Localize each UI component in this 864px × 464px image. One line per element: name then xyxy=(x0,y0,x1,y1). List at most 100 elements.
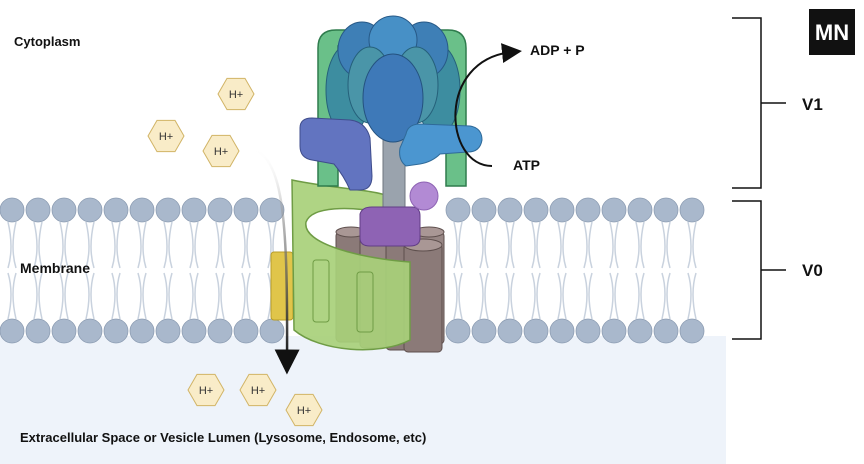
lipid-head xyxy=(679,318,705,344)
lipid-tail xyxy=(666,272,671,320)
lipid-tail xyxy=(137,221,142,269)
lipid-head xyxy=(627,197,653,223)
proton-ion-icon xyxy=(202,134,240,168)
lipid-tail xyxy=(531,221,536,269)
lipid-tail xyxy=(116,272,121,320)
lipid-tail xyxy=(241,272,246,320)
lipid-tail xyxy=(59,272,64,320)
lipid-tail xyxy=(661,272,666,320)
lipid-tail xyxy=(614,272,619,320)
proton-ion-icon xyxy=(187,373,225,407)
cytoplasm-label: Cytoplasm xyxy=(14,34,80,49)
proton-ion-icon xyxy=(239,373,277,407)
lipid-head xyxy=(103,197,129,223)
logo-badge xyxy=(809,9,855,55)
lipid-head xyxy=(445,318,471,344)
lipid-head xyxy=(25,197,51,223)
lipid-tail xyxy=(479,221,484,269)
lipid-tail xyxy=(241,221,246,269)
lipid-tail xyxy=(510,272,515,320)
lipid-tail xyxy=(557,221,562,269)
lipid-head xyxy=(575,197,601,223)
lipid-tail xyxy=(267,221,272,269)
lipid-tail xyxy=(614,221,619,269)
lipid-head xyxy=(129,318,155,344)
yellow-subunit xyxy=(270,251,294,321)
lipid-tail xyxy=(189,272,194,320)
lipid-head xyxy=(259,318,285,344)
proton-ion-icon xyxy=(285,393,323,427)
lipid-head xyxy=(207,318,233,344)
proton-flow-arrow xyxy=(241,144,300,375)
lipid-tail xyxy=(64,221,69,269)
lipid-tail xyxy=(562,272,567,320)
lipid-head xyxy=(523,197,549,223)
lipid-head xyxy=(679,197,705,223)
lipid-tail xyxy=(640,272,645,320)
lipid-tail xyxy=(33,221,38,269)
lipid-head xyxy=(627,318,653,344)
lipid-tail xyxy=(536,272,541,320)
lipid-head xyxy=(497,318,523,344)
lipid-head xyxy=(471,197,497,223)
lipid-head xyxy=(129,197,155,223)
lipid-head xyxy=(51,197,77,223)
lipid-tail xyxy=(12,221,17,269)
atp-hydrolysis-arrow xyxy=(454,43,522,167)
lipid-head xyxy=(181,197,207,223)
lipid-tail xyxy=(64,272,69,320)
v0-label: V0 xyxy=(802,261,823,280)
lipid-head xyxy=(51,318,77,344)
proton-ion-label: H+ xyxy=(229,89,243,101)
lipid-tail xyxy=(458,272,463,320)
lipid-tail xyxy=(453,272,458,320)
lipid-tail xyxy=(220,272,225,320)
lipid-tail xyxy=(687,221,692,269)
lipid-tail xyxy=(215,272,220,320)
adp-label: ADP + P xyxy=(530,42,585,58)
lipid-tail xyxy=(85,221,90,269)
lipid-tail xyxy=(59,221,64,269)
logo-text: MN xyxy=(815,20,849,45)
v1-label: V1 xyxy=(802,95,823,114)
lipid-tail xyxy=(85,272,90,320)
lipid-head xyxy=(155,197,181,223)
lipid-head xyxy=(103,318,129,344)
lipid-tail xyxy=(33,272,38,320)
lipid-tail xyxy=(692,221,697,269)
membrane-label: Membrane xyxy=(20,260,90,276)
ghost-cylinder xyxy=(312,259,330,323)
proton-ions: H+H+H+H+H+H+ xyxy=(147,77,323,427)
lipid-tail xyxy=(510,221,515,269)
lipid-tail xyxy=(609,272,614,320)
lipid-tail xyxy=(453,221,458,269)
lipid-head xyxy=(445,197,471,223)
lipid-head xyxy=(207,197,233,223)
lipid-tail xyxy=(246,221,251,269)
lipid-head xyxy=(653,318,679,344)
lipid-tail xyxy=(38,272,43,320)
lipid-tail xyxy=(12,272,17,320)
lumen-region xyxy=(0,336,726,464)
lipid-tail xyxy=(220,221,225,269)
lipid-tail xyxy=(609,221,614,269)
lipid-tail xyxy=(484,272,489,320)
lipid-tail xyxy=(163,221,168,269)
lipid-head xyxy=(77,318,103,344)
lipid-head xyxy=(549,318,575,344)
v-atpase-complex xyxy=(270,15,483,353)
lipid-head xyxy=(601,197,627,223)
lipid-tail xyxy=(111,272,116,320)
purple-d-subunit xyxy=(359,206,421,247)
lipid-tail xyxy=(90,221,95,269)
lipid-tail xyxy=(687,272,692,320)
lipid-head xyxy=(549,197,575,223)
lipid-head xyxy=(233,318,259,344)
blue-subunit-center xyxy=(362,53,424,143)
lipid-tail xyxy=(635,221,640,269)
lipid-tail xyxy=(7,221,12,269)
proton-ion-label: H+ xyxy=(199,385,213,397)
lipid-tail xyxy=(479,272,484,320)
